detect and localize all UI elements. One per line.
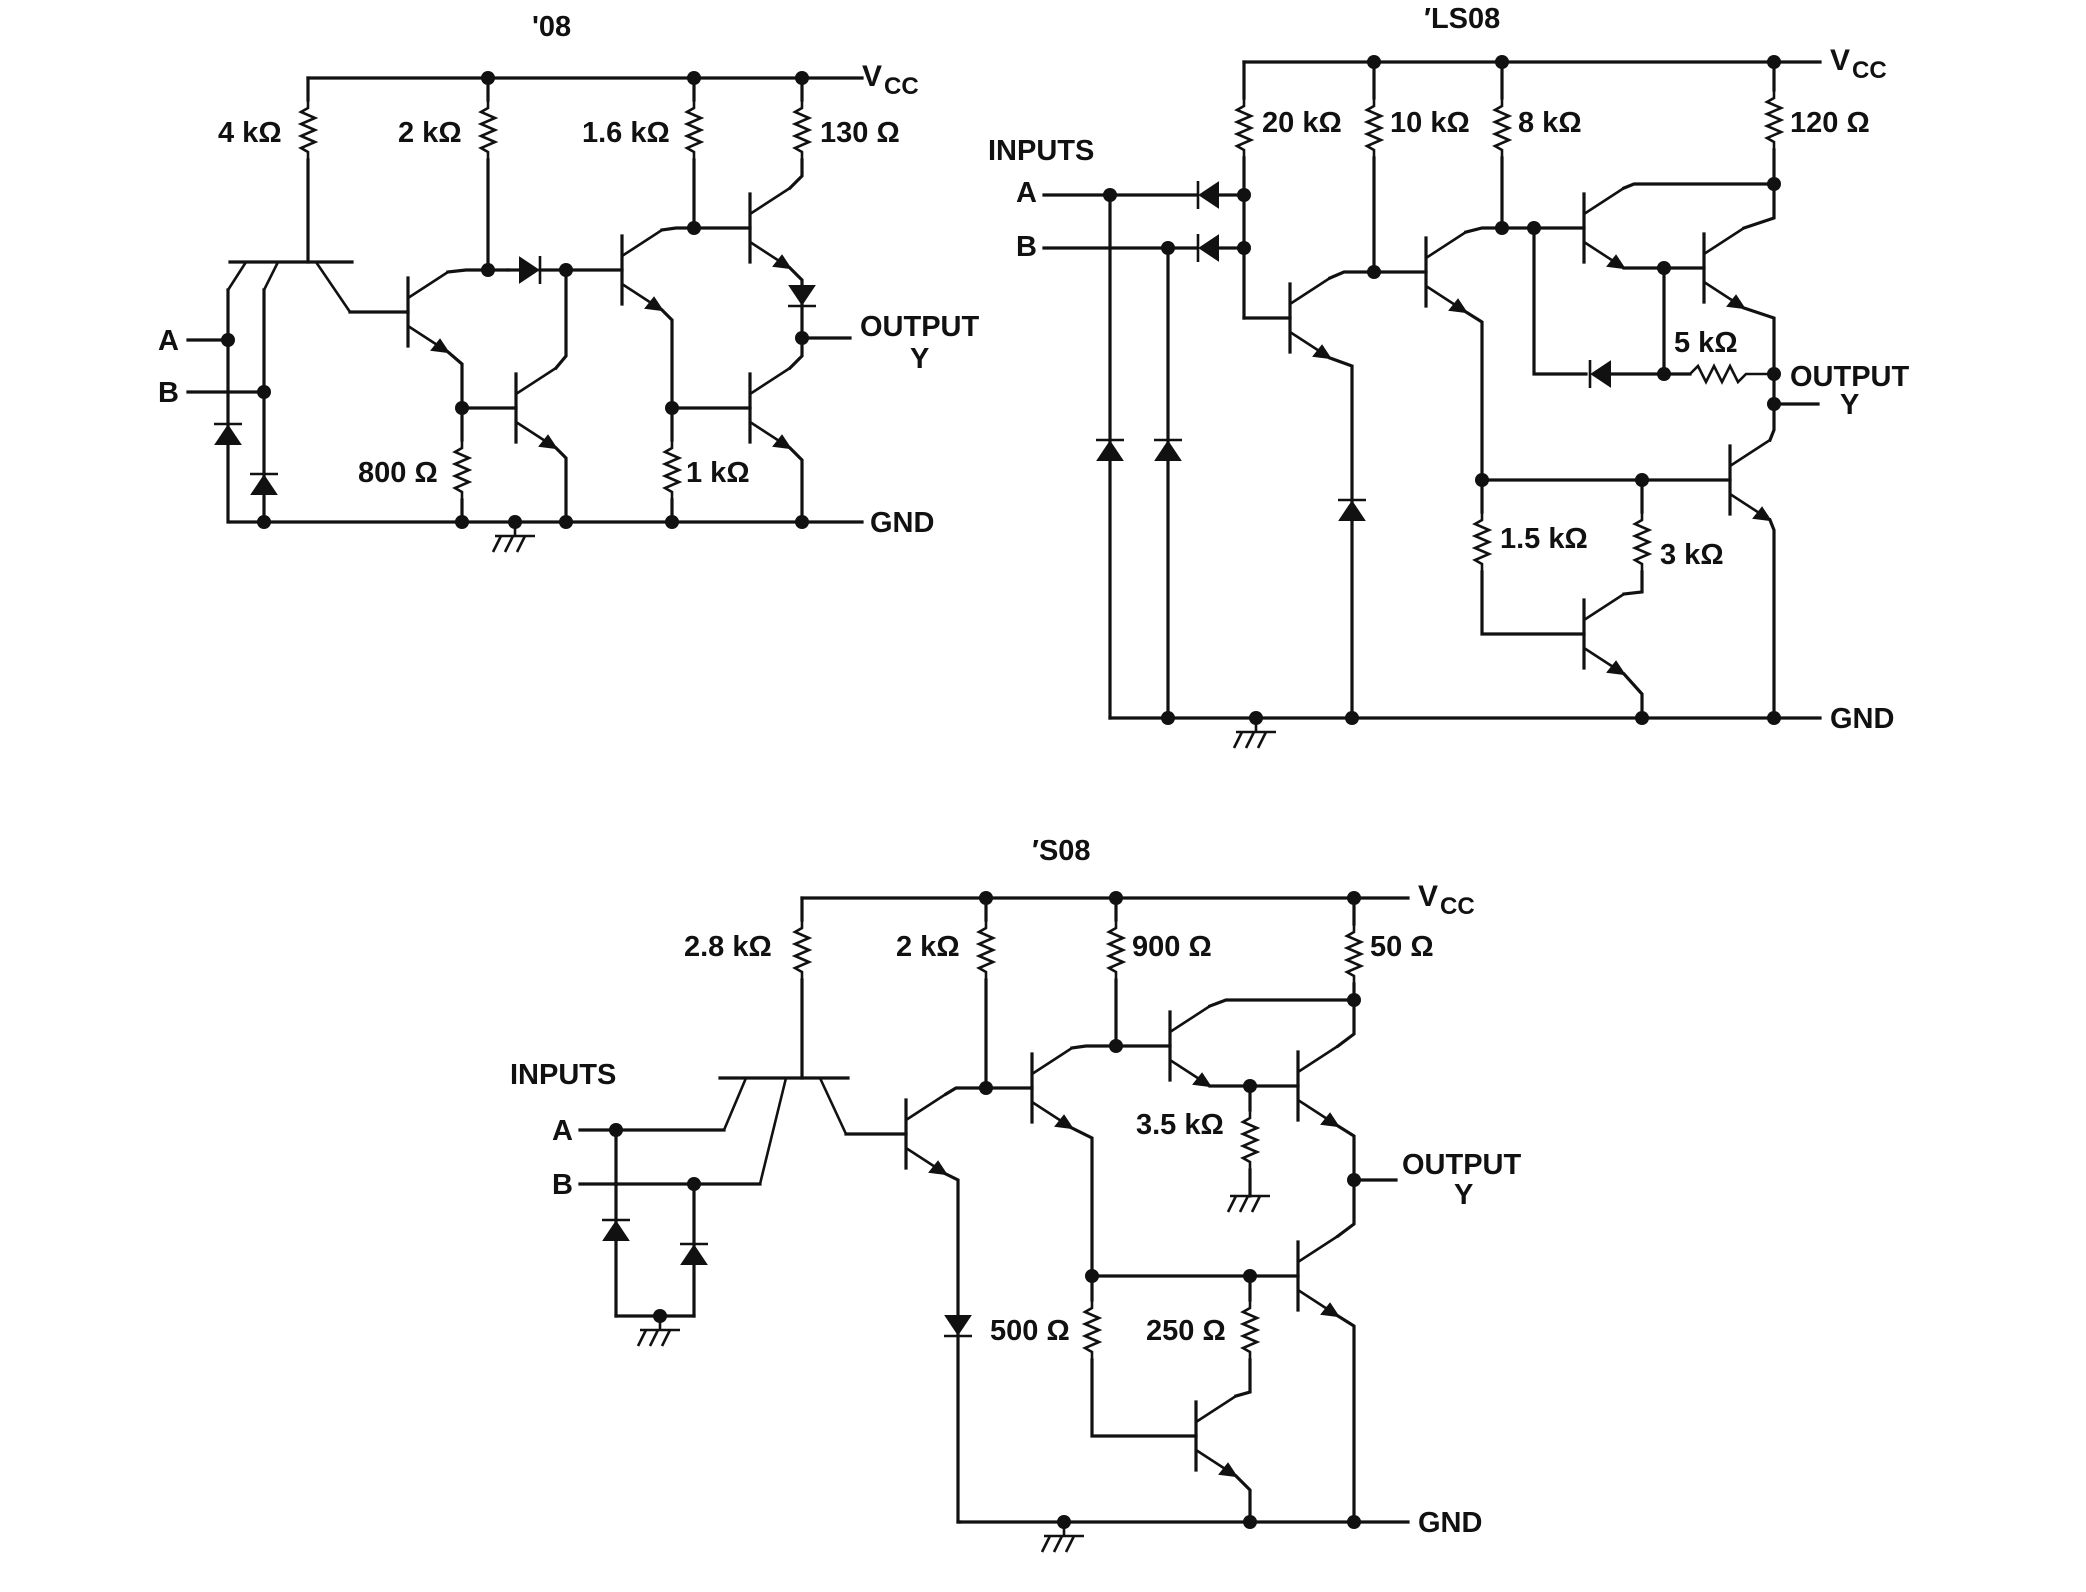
- r5-label-08: 800 Ω: [358, 457, 438, 489]
- inputs-label-ls08: INPUTS: [988, 135, 1094, 167]
- r3-label-08: 1.6 kΩ: [582, 117, 670, 149]
- r3-label-ls08: 8 kΩ: [1518, 107, 1582, 139]
- output-y-08: Y: [910, 343, 929, 375]
- input-b-s08: B: [552, 1169, 573, 1201]
- r1-label-s08: 2.8 kΩ: [684, 931, 772, 963]
- r6-label-ls08: 1.5 kΩ: [1500, 523, 1588, 555]
- r3-label-s08: 900 Ω: [1132, 931, 1212, 963]
- vcc-label-08: V CC: [862, 60, 919, 100]
- title-ls08: ′LS08: [1424, 3, 1500, 35]
- svg-text:CC: CC: [884, 73, 919, 100]
- vcc-label-ls08: V CC: [1830, 44, 1887, 84]
- output-label-08: OUTPUT: [860, 311, 980, 343]
- vcc-label-s08: V CC: [1418, 880, 1475, 920]
- r1-label-08: 4 kΩ: [218, 117, 282, 149]
- circuit-s08: ′S08 V CC GND INPUTS A B 2.8 kΩ: [510, 835, 1522, 1554]
- output-y-s08: Y: [1454, 1179, 1473, 1211]
- input-b-ls08: B: [1016, 231, 1037, 263]
- title-s08: ′S08: [1032, 835, 1091, 867]
- input-a-08: A: [158, 325, 179, 357]
- inputs-label-s08: INPUTS: [510, 1059, 616, 1091]
- r2-label-ls08: 10 kΩ: [1390, 107, 1470, 139]
- input-b-08: B: [158, 377, 179, 409]
- output-label-ls08: OUTPUT: [1790, 361, 1910, 393]
- r4-label-08: 130 Ω: [820, 117, 900, 149]
- r5-label-ls08: 5 kΩ: [1674, 327, 1738, 359]
- output-label-s08: OUTPUT: [1402, 1149, 1522, 1181]
- gnd-label-s08: GND: [1418, 1507, 1482, 1539]
- circuit-08: '08 V CC GND 4 kΩ A B: [158, 11, 980, 554]
- r4-label-s08: 50 Ω: [1370, 931, 1434, 963]
- r2-label-s08: 2 kΩ: [896, 931, 960, 963]
- output-y-ls08: Y: [1840, 389, 1859, 421]
- r6-label-s08: 500 Ω: [990, 1315, 1070, 1347]
- svg-text:CC: CC: [1440, 893, 1475, 920]
- r4-label-ls08: 120 Ω: [1790, 107, 1870, 139]
- title-08: '08: [532, 11, 571, 43]
- input-a-s08: A: [552, 1115, 573, 1147]
- input-a-ls08: A: [1016, 177, 1037, 209]
- gnd-label-08: GND: [870, 507, 934, 539]
- r5-label-s08: 3.5 kΩ: [1136, 1109, 1224, 1141]
- svg-text:V: V: [862, 60, 882, 93]
- r7-label-s08: 250 Ω: [1146, 1315, 1226, 1347]
- svg-text:V: V: [1418, 880, 1438, 913]
- circuit-ls08: ′LS08 V CC GND INPUTS A B 20 kΩ: [988, 3, 1910, 750]
- r6-label-08: 1 kΩ: [686, 457, 750, 489]
- gnd-label-ls08: GND: [1830, 703, 1894, 735]
- svg-text:CC: CC: [1852, 57, 1887, 84]
- r7-label-ls08: 3 kΩ: [1660, 539, 1724, 571]
- r1-label-ls08: 20 kΩ: [1262, 107, 1342, 139]
- svg-text:V: V: [1830, 44, 1850, 77]
- r2-label-08: 2 kΩ: [398, 117, 462, 149]
